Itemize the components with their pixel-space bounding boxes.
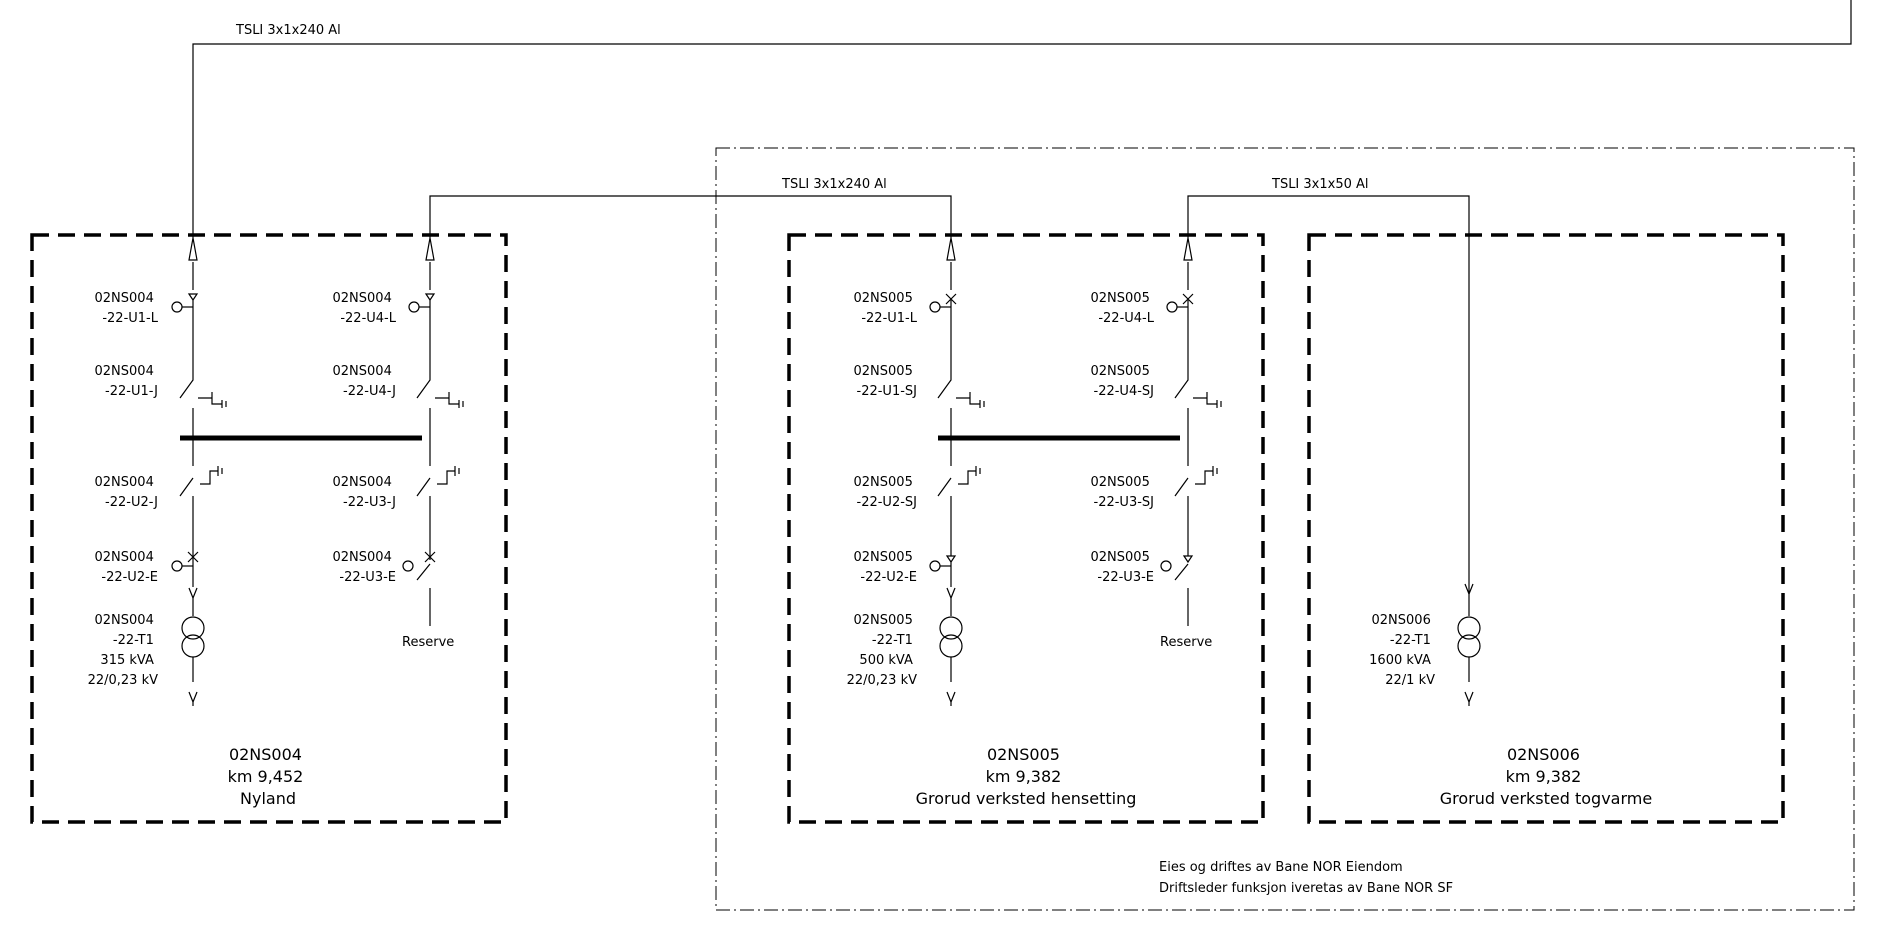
cable-label-right: TSLI 3x1x50 Al — [1271, 177, 1369, 192]
label-ns004-u3e: 02NS004 -22-U3-E — [333, 550, 396, 585]
feeder-ns004-u4 — [408, 237, 464, 438]
label-ns004-u2e: 02NS004 -22-U2-E — [95, 550, 158, 585]
title-ns005: 02NS005 km 9,382 Grorud verksted hensett… — [916, 745, 1137, 808]
label-ns004-u4l: 02NS004 -22-U4-L — [333, 291, 397, 326]
label-ns005-u2e: 02NS005 -22-U2-E — [854, 550, 917, 585]
cable-top — [192, 0, 1852, 238]
station-box-ns005 — [787, 233, 1265, 824]
feeder-ns005-u3 — [1160, 438, 1218, 626]
label-ns004-u1j: 02NS004 -22-U1-J — [95, 364, 158, 399]
feeder-ns005-u2 — [929, 438, 981, 706]
feeder-ns005-u1 — [929, 237, 985, 438]
ownership-boundary — [715, 147, 1855, 911]
label-ns004-u3j: 02NS004 -22-U3-J — [333, 475, 396, 510]
label-ns005-u1l: 02NS005 -22-U1-L — [854, 291, 918, 326]
feeder-ns004-u2 — [171, 438, 223, 706]
ownership-note: Eies og driftes av Bane NOR Eiendom Drif… — [1159, 860, 1453, 896]
station-box-ns006 — [1307, 233, 1785, 824]
label-ns005-t1: 02NS005 -22-T1 500 kVA 22/0,23 kV — [847, 613, 918, 688]
cable-label-mid: TSLI 3x1x240 Al — [781, 177, 887, 192]
label-ns004-u1l: 02NS004 -22-U1-L — [95, 291, 159, 326]
label-ns004-reserve: Reserve — [402, 635, 454, 650]
cable-mid — [429, 195, 952, 238]
label-ns005-u3sj: 02NS005 -22-U3-SJ — [1091, 475, 1154, 510]
title-ns006: 02NS006 km 9,382 Grorud verksted togvarm… — [1440, 745, 1652, 808]
label-ns004-t1: 02NS004 -22-T1 315 kVA 22/0,23 kV — [88, 613, 159, 688]
label-ns005-u4l: 02NS005 -22-U4-L — [1091, 291, 1155, 326]
label-ns006-t1: 02NS006 -22-T1 1600 kVA 22/1 kV — [1369, 613, 1435, 688]
feeder-ns004-u3 — [402, 438, 460, 626]
label-ns005-reserve: Reserve — [1160, 635, 1212, 650]
station-box-ns004 — [30, 233, 508, 824]
label-ns004-u4j: 02NS004 -22-U4-J — [333, 364, 396, 399]
title-ns004: 02NS004 km 9,452 Nyland — [228, 745, 309, 808]
cable-right — [1187, 195, 1470, 594]
feeder-ns006-t1 — [1457, 583, 1481, 706]
cable-label-top: TSLI 3x1x240 Al — [235, 23, 341, 38]
label-ns005-u3e: 02NS005 -22-U3-E — [1091, 550, 1154, 585]
label-ns005-u2sj: 02NS005 -22-U2-SJ — [854, 475, 917, 510]
feeder-ns004-u1 — [171, 237, 227, 438]
label-ns004-u2j: 02NS004 -22-U2-J — [95, 475, 158, 510]
label-ns005-u4sj: 02NS005 -22-U4-SJ — [1091, 364, 1154, 399]
label-ns005-u1sj: 02NS005 -22-U1-SJ — [854, 364, 917, 399]
feeder-ns005-u4 — [1166, 237, 1222, 438]
